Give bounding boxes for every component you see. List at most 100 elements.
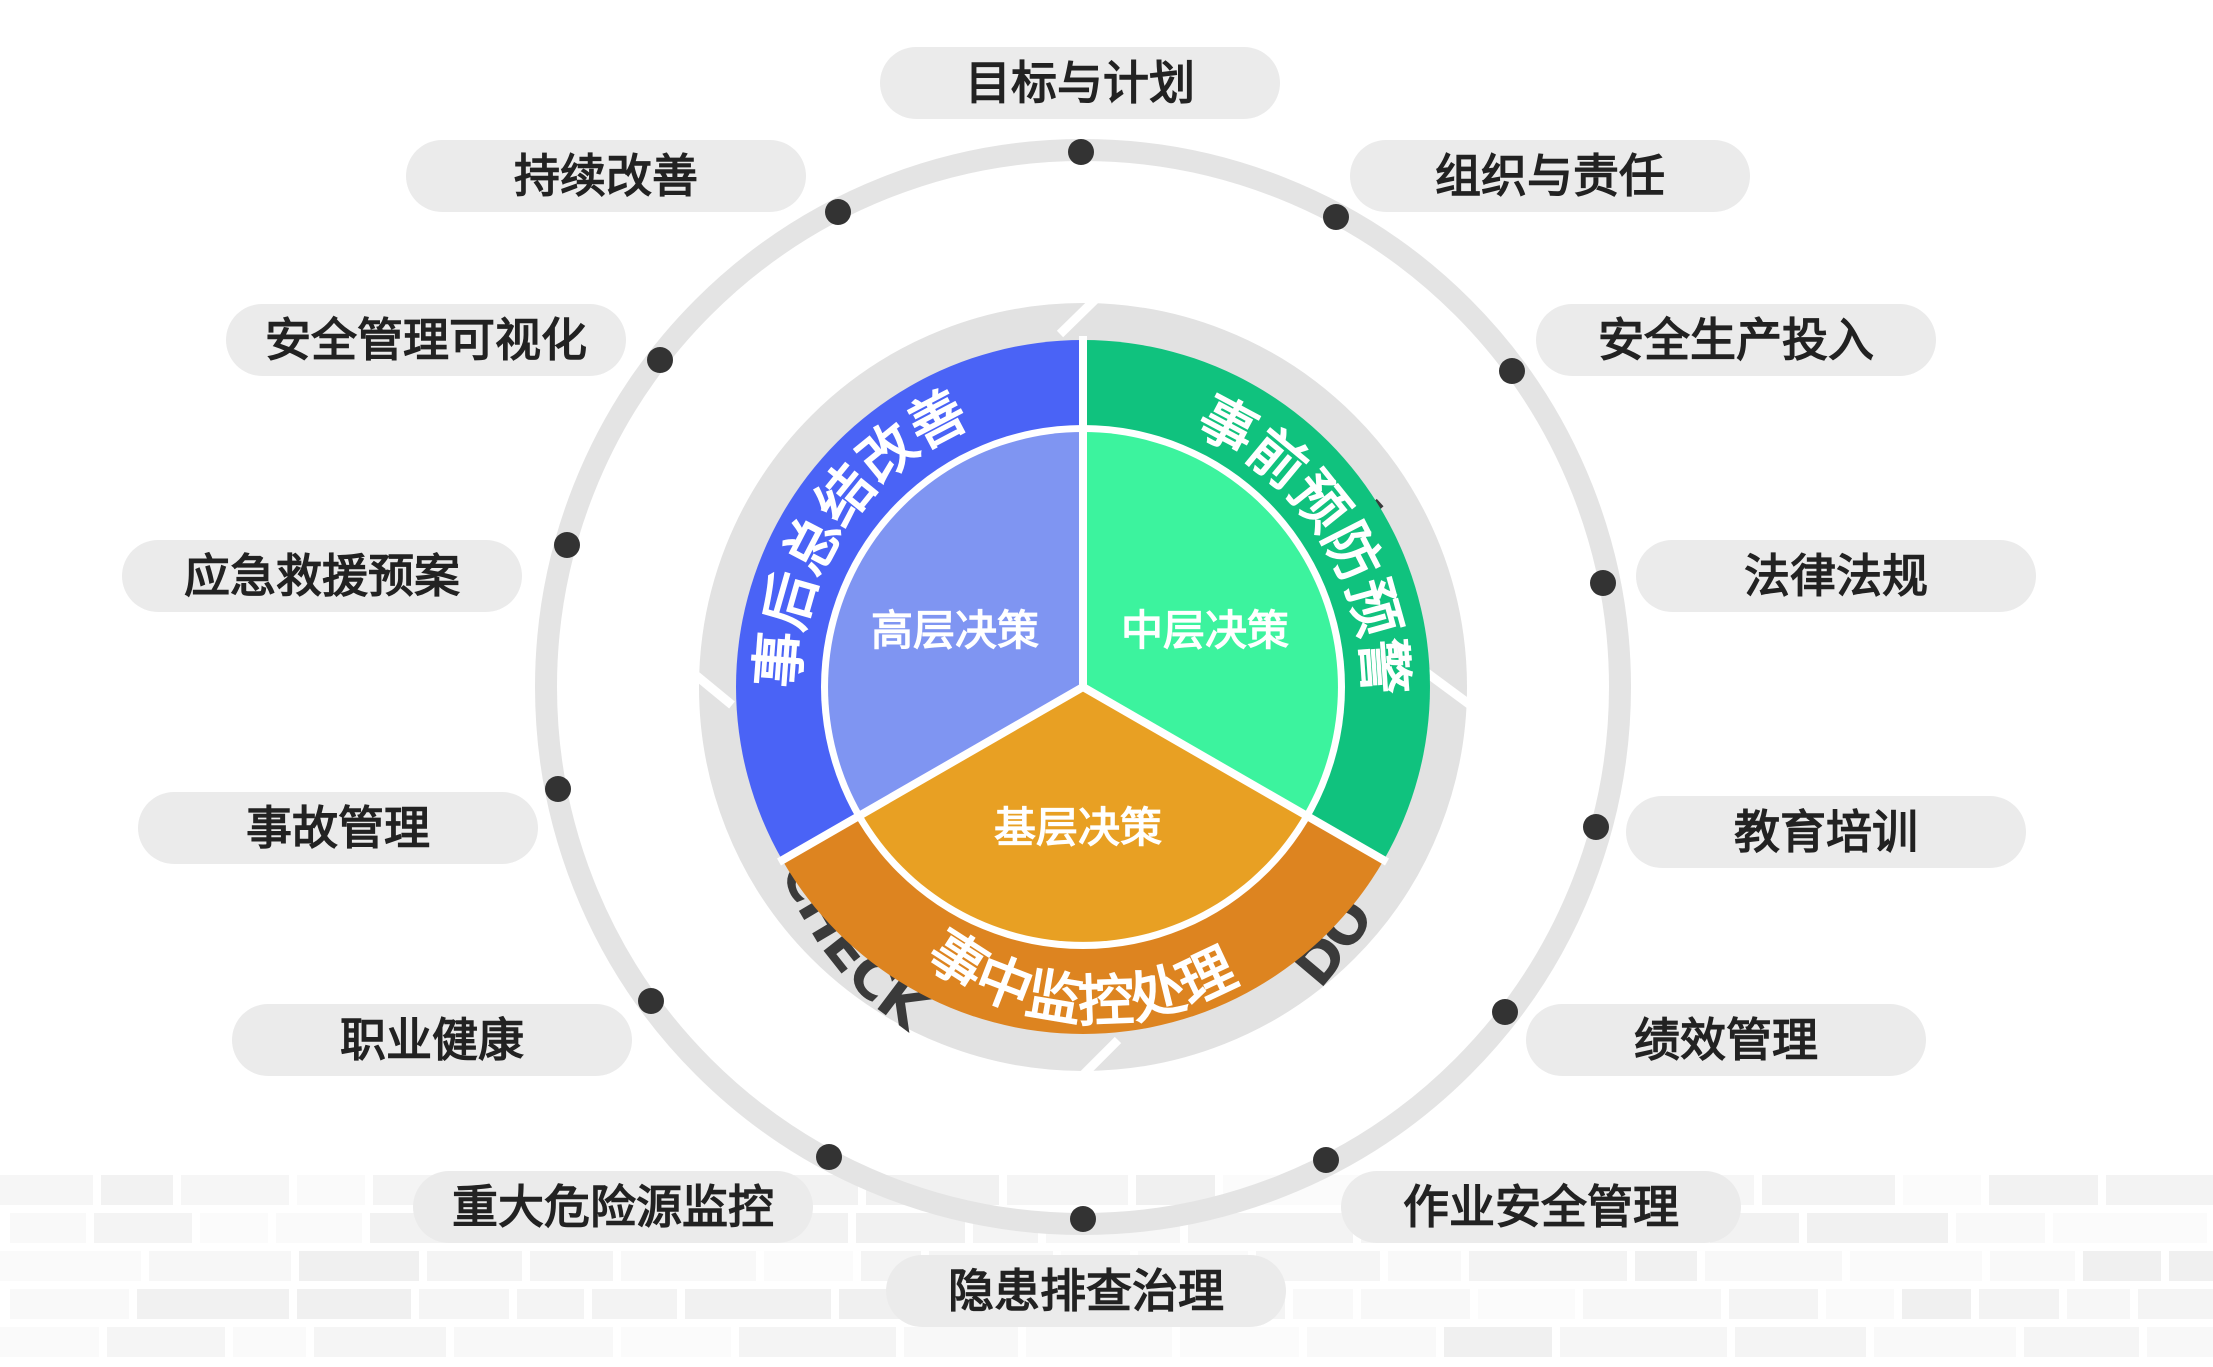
item-pill — [232, 1004, 632, 1076]
background-tile — [904, 1327, 1018, 1357]
item-dot — [647, 347, 673, 373]
background-tile — [1807, 1213, 1948, 1243]
background-tile — [1850, 1251, 1982, 1281]
item-2: 组织与责任 — [1323, 140, 1750, 230]
item-pill — [122, 540, 522, 612]
background-tile — [1956, 1213, 2045, 1243]
background-tile — [1979, 1289, 2059, 1319]
item-14: 持续改善 — [406, 140, 851, 225]
item-dot — [554, 532, 580, 558]
item-dot — [545, 776, 571, 802]
background-tile — [592, 1289, 677, 1319]
item-label: 持续改善 — [514, 149, 698, 203]
background-tile — [2147, 1327, 2213, 1357]
background-tile — [1444, 1327, 1552, 1357]
background-tile — [1874, 1327, 2016, 1357]
background-tile — [454, 1327, 613, 1357]
item-dot — [1499, 358, 1525, 384]
item-1: 目标与计划 — [880, 47, 1280, 165]
background-tile — [2106, 1175, 2213, 1205]
background-tile — [1469, 1251, 1627, 1281]
background-tile — [101, 1175, 173, 1205]
item-dot — [1583, 814, 1609, 840]
item-label: 安全管理可视化 — [265, 313, 587, 367]
background-tile — [1560, 1327, 1727, 1357]
background-tile — [297, 1289, 411, 1319]
background-tile — [276, 1213, 362, 1243]
background-tile — [297, 1175, 365, 1205]
item-dot — [1068, 139, 1094, 165]
background-tile — [10, 1213, 86, 1243]
background-tile — [299, 1251, 419, 1281]
background-tile — [517, 1289, 584, 1319]
item-pill — [886, 1255, 1286, 1327]
item-dot — [1070, 1206, 1096, 1232]
background-tile — [149, 1251, 291, 1281]
item-label: 安全生产投入 — [1598, 313, 1874, 367]
center-label-top-right: 中层决策 — [1121, 606, 1289, 655]
background-tile — [427, 1251, 522, 1281]
item-pill — [1526, 1004, 1926, 1076]
item-label: 法律法规 — [1744, 549, 1928, 603]
background-tile — [181, 1175, 289, 1205]
background-tile — [200, 1213, 268, 1243]
background-tile — [2067, 1289, 2130, 1319]
background-tile — [621, 1327, 731, 1357]
background-tile — [685, 1289, 831, 1319]
item-pill — [1626, 796, 2026, 868]
item-6: 绩效管理 — [1492, 999, 1926, 1076]
item-list: 目标与计划组织与责任安全生产投入法律法规教育培训绩效管理作业安全管理隐患排查治理… — [122, 47, 2036, 1327]
background-tile — [0, 1327, 99, 1357]
item-dot — [1323, 204, 1349, 230]
item-12: 应急救援预案 — [122, 532, 580, 612]
background-tile — [2138, 1289, 2213, 1319]
arrow-left — [639, 662, 735, 709]
background-tile — [1478, 1289, 1575, 1319]
background-tile — [314, 1327, 446, 1357]
item-label: 重大危险源监控 — [452, 1180, 774, 1234]
background-tile — [1361, 1289, 1470, 1319]
item-pill — [1636, 540, 2036, 612]
background-tile — [10, 1289, 129, 1319]
background-tile — [1180, 1327, 1299, 1357]
item-pill — [138, 792, 538, 864]
item-label: 应急救援预案 — [184, 549, 461, 603]
background-tile — [1826, 1289, 1894, 1319]
background-tile — [1762, 1175, 1895, 1205]
background-tile — [1729, 1289, 1818, 1319]
background-tile — [1735, 1327, 1866, 1357]
background-tile — [1902, 1289, 1971, 1319]
background-tile — [621, 1251, 756, 1281]
item-11: 事故管理 — [138, 776, 571, 864]
background-tile — [1705, 1251, 1842, 1281]
item-5: 教育培训 — [1583, 796, 2026, 868]
background-tile — [0, 1175, 93, 1205]
inner-sector-top-right — [1083, 432, 1338, 815]
arrow-bottom — [1066, 1036, 1122, 1134]
item-10: 职业健康 — [232, 988, 664, 1076]
item-pill — [1350, 140, 1750, 212]
item-pill — [406, 140, 806, 212]
item-label: 教育培训 — [1734, 805, 1918, 859]
background-tile — [1026, 1327, 1172, 1357]
background-tile — [856, 1213, 965, 1243]
background-tile — [2024, 1327, 2139, 1357]
item-pill — [413, 1171, 813, 1243]
background-tile — [419, 1289, 509, 1319]
item-pill — [880, 47, 1280, 119]
background-tile — [1388, 1251, 1461, 1281]
inner-sector-top-left — [828, 432, 1083, 815]
item-pill — [1341, 1171, 1741, 1243]
item-label: 职业健康 — [340, 1013, 524, 1067]
item-dot — [1590, 570, 1616, 596]
item-dot — [1492, 999, 1518, 1025]
background-tile — [1307, 1327, 1436, 1357]
item-label: 目标与计划 — [965, 56, 1195, 110]
background-tile — [764, 1251, 853, 1281]
background-tile — [1293, 1289, 1353, 1319]
background-tile — [1635, 1251, 1697, 1281]
item-label: 隐患排查治理 — [948, 1264, 1224, 1318]
item-dot — [638, 988, 664, 1014]
item-8: 隐患排查治理 — [886, 1206, 1286, 1327]
